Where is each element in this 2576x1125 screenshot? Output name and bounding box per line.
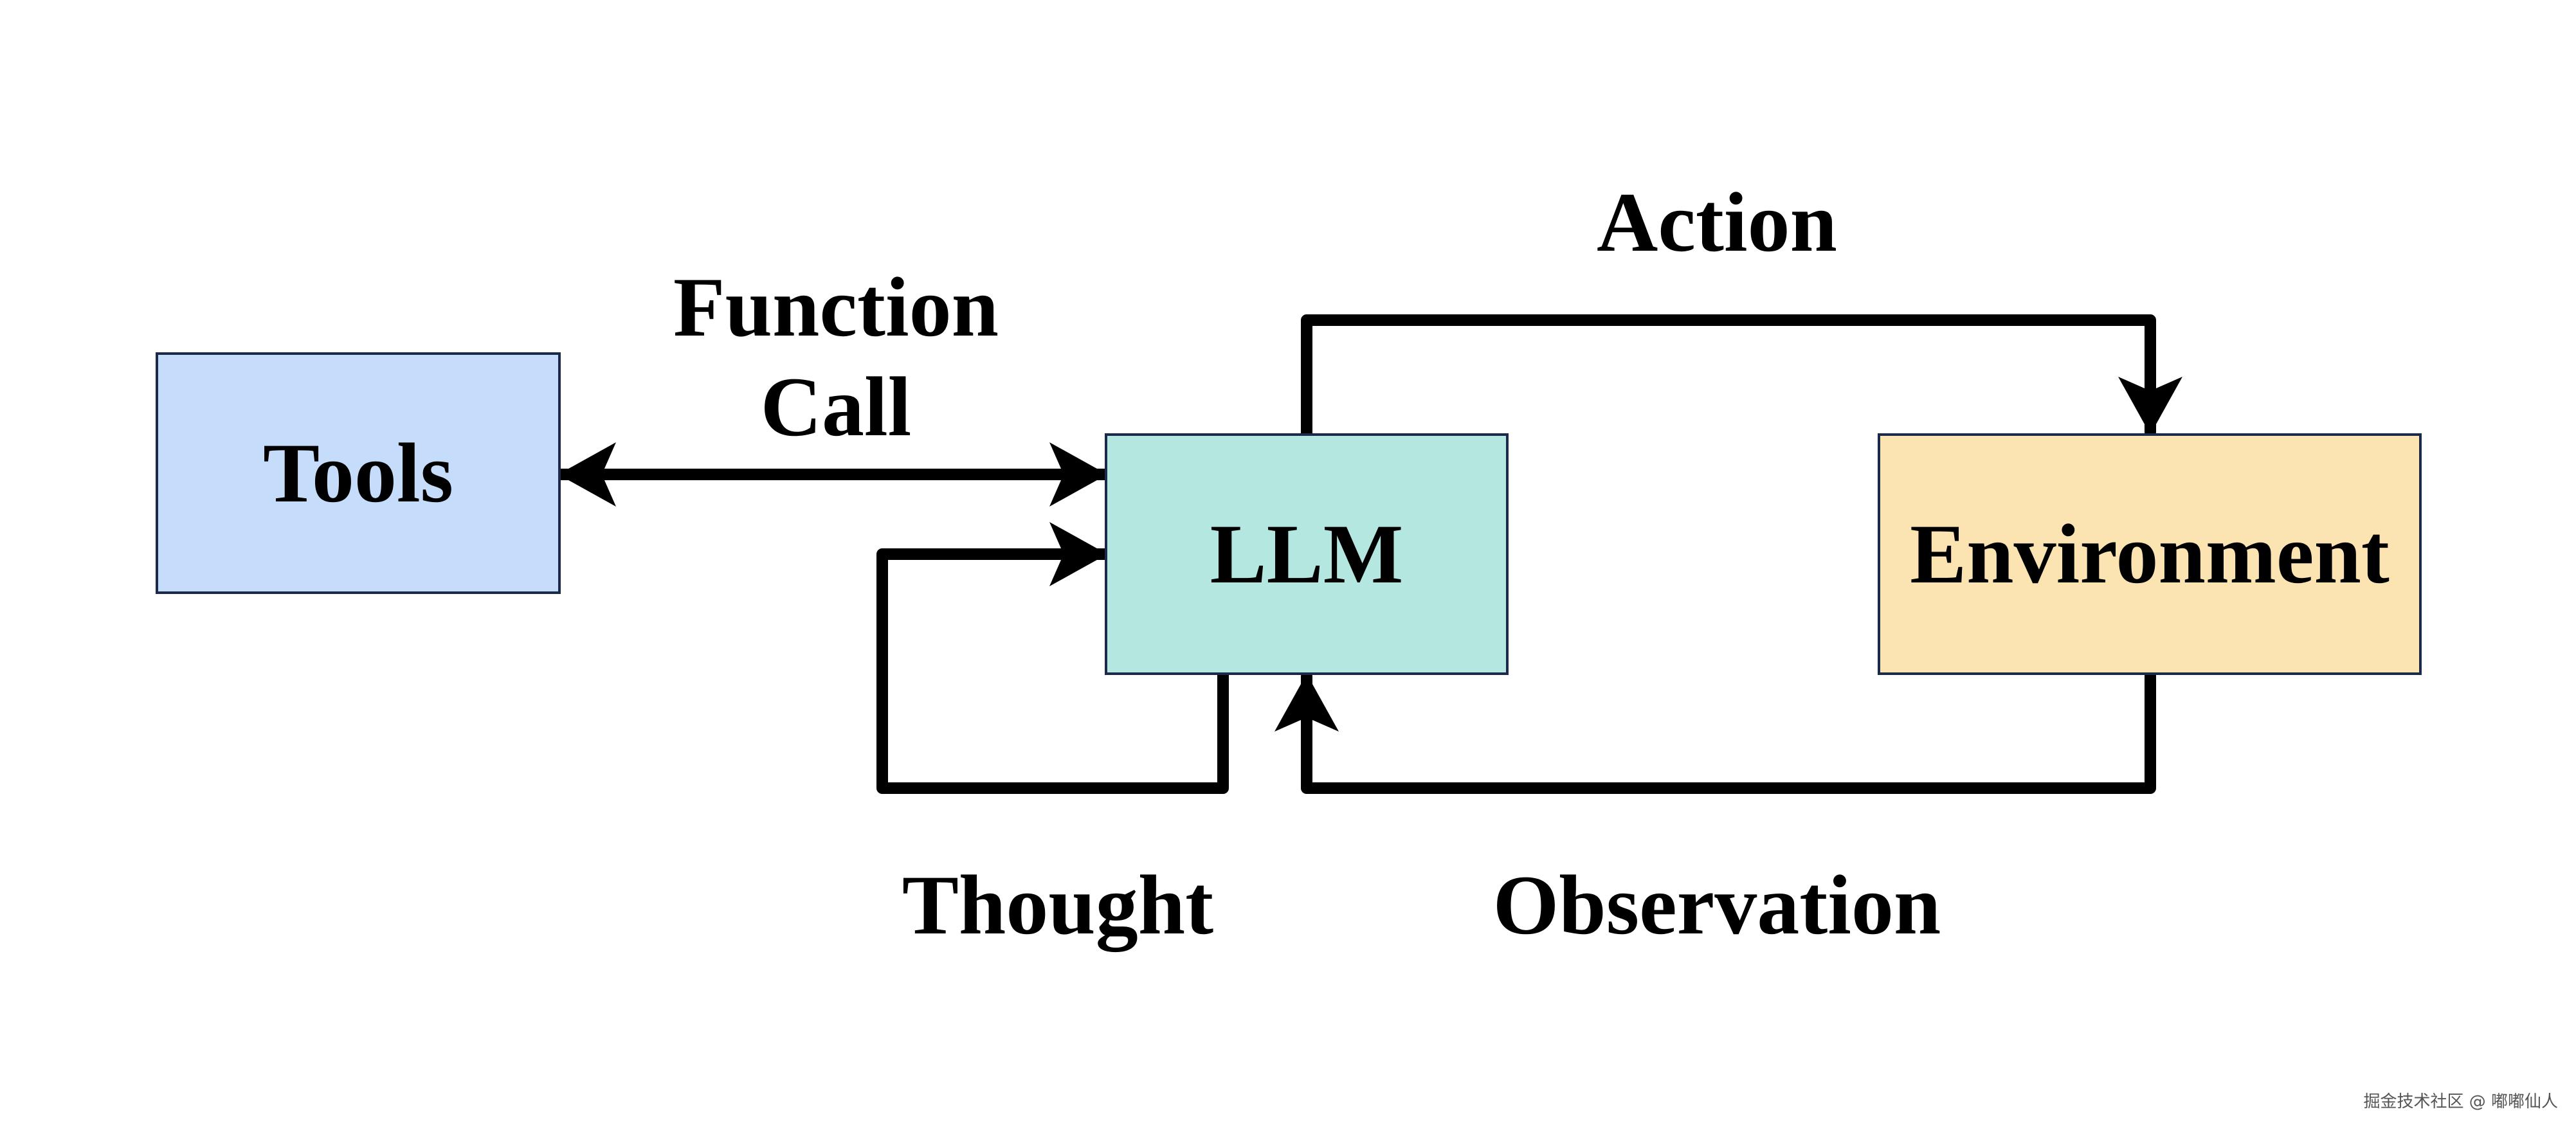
watermark-text: 掘金技术社区 @ 嘟嘟仙人 <box>2363 1092 2558 1112</box>
function-call-label-line1: Function <box>673 260 999 354</box>
llm-label: LLM <box>1210 507 1404 601</box>
action-arrow <box>1301 314 2182 439</box>
environment-box: Environment <box>1878 433 2422 675</box>
tools-label: Tools <box>263 426 453 520</box>
function-call-label: Function Call <box>643 257 1029 456</box>
llm-box: LLM <box>1105 433 1509 675</box>
observation-arrow <box>1274 669 2156 794</box>
function-call-label-line2: Call <box>760 359 912 454</box>
tools-box: Tools <box>156 352 561 594</box>
action-label: Action <box>1597 175 1837 269</box>
observation-label: Observation <box>1492 858 1941 952</box>
thought-loop-arrow <box>876 522 1229 794</box>
thought-label: Thought <box>902 858 1214 952</box>
environment-label: Environment <box>1910 507 2390 601</box>
